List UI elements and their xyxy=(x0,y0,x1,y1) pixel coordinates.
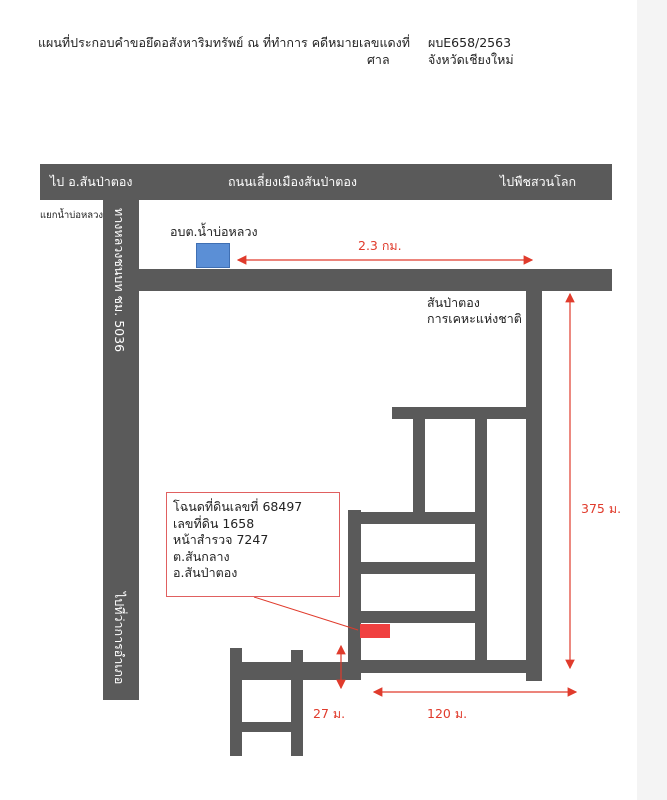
bottom-left-road xyxy=(230,648,242,756)
header-court-name: จังหวัดเชียงใหม่ xyxy=(428,52,514,67)
plot-survey-page: หน้าสำรวจ 7247 xyxy=(173,532,269,547)
bottom-mid-road xyxy=(291,650,303,756)
distance-small-label: 27 ม. xyxy=(313,706,346,721)
cross-road-2 xyxy=(361,562,475,574)
plot-info-box: โฉนดที่ดินเลขที่ 68497 เลขที่ดิน 1658 หน… xyxy=(166,492,340,597)
cross-road-3 xyxy=(361,611,475,623)
distance-bottom-label: 120 ม. xyxy=(427,706,468,721)
cross-road-4 xyxy=(361,660,542,673)
header-case-number: ผบE658/2563 xyxy=(428,35,512,50)
cross-road-1 xyxy=(361,512,475,524)
soi-road-c xyxy=(348,510,361,680)
plot-deed-number: โฉนดที่ดินเลขที่ 68497 xyxy=(173,499,303,514)
school-label-line2: การเคหะแห่งชาติ xyxy=(427,311,522,326)
school-label-line1: สันป่าตอง xyxy=(427,295,480,310)
soi-road-top xyxy=(392,407,526,419)
plot-pointer-line xyxy=(253,596,359,631)
top-road xyxy=(40,164,612,200)
junction-label: แยกน้ำบ่อหลวง xyxy=(40,210,104,221)
top-road-right-label: ไปพืชสวนโลก xyxy=(500,174,577,189)
header-title: แผนที่ประกอบคำขอยึดอสังหาริมทรัพย์ ณ ที่… xyxy=(38,35,410,50)
plot-district: อ.สันป่าตอง xyxy=(173,565,238,580)
plot-land-number: เลขที่ดิน 1658 xyxy=(173,515,255,531)
office-marker xyxy=(196,243,230,268)
top-road-left-label: ไป อ.สันป่าตอง xyxy=(50,174,133,189)
distance-right-label: 375 ม. xyxy=(581,501,622,516)
header-court-label: ศาล xyxy=(367,52,390,67)
middle-road xyxy=(103,269,612,291)
distance-top-label: 2.3 กม. xyxy=(358,238,402,253)
soi-road-a xyxy=(413,419,425,517)
plot-marker xyxy=(360,624,390,638)
plot-subdistrict: ต.สันกลาง xyxy=(173,548,230,564)
bottom-link-road xyxy=(242,722,291,732)
soi-road-b xyxy=(475,419,487,669)
page-edge-shadow xyxy=(637,0,667,800)
office-label: อบต.น้ำบ่อหลวง xyxy=(170,224,258,239)
right-vertical-road xyxy=(526,291,542,681)
top-road-center-label: ถนนเลี่ยงเมืองสันป่าตอง xyxy=(228,174,357,189)
